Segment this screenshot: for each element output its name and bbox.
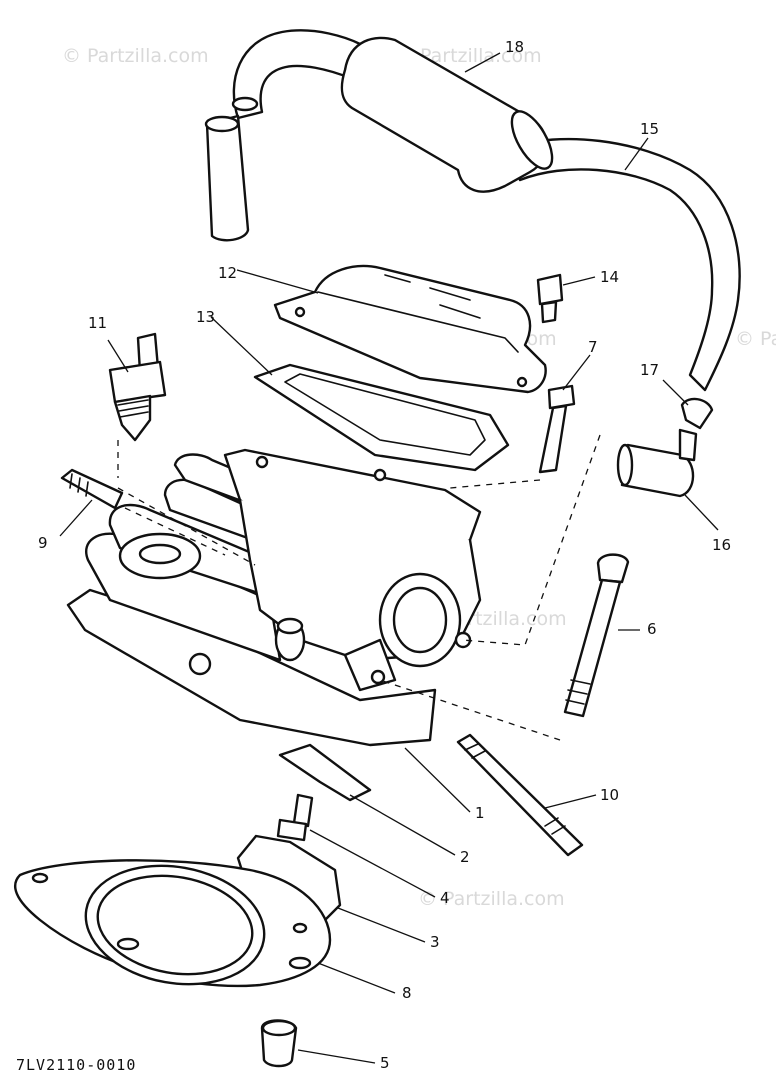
cylinder-head xyxy=(66,448,482,747)
callout-17: 17 xyxy=(640,361,659,379)
callout-7: 7 xyxy=(588,338,598,356)
stud-bolt xyxy=(456,733,584,857)
lock-washer xyxy=(278,743,372,802)
cover-gasket xyxy=(253,363,510,472)
watermark-text: © Partzilla.com xyxy=(418,888,565,910)
long-bolt xyxy=(563,553,630,718)
bolt xyxy=(538,384,576,474)
callout-16: 16 xyxy=(712,536,731,554)
callout-3: 3 xyxy=(430,933,440,951)
callout-9: 9 xyxy=(38,534,48,552)
callout-8: 8 xyxy=(402,984,412,1002)
bolt xyxy=(536,273,564,324)
callout-2: 2 xyxy=(460,848,470,866)
hose-fitting xyxy=(616,428,698,498)
callout-15: 15 xyxy=(640,120,659,138)
stud-bolt xyxy=(60,468,124,510)
callout-1: 1 xyxy=(475,804,485,822)
alignment-guides xyxy=(117,434,601,741)
callout-12: 12 xyxy=(218,264,237,282)
callout-18: 18 xyxy=(505,38,524,56)
diagram-code: 7LV2110-0010 xyxy=(16,1056,136,1074)
leader-lines xyxy=(59,52,719,1064)
callout-11: 11 xyxy=(88,314,107,332)
breather-tank xyxy=(340,36,554,193)
callout-6: 6 xyxy=(647,620,657,638)
callout-13: 13 xyxy=(196,308,215,326)
callout-4: 4 xyxy=(440,889,450,907)
spark-plug xyxy=(108,332,167,442)
hose-clamp xyxy=(680,397,714,430)
callout-14: 14 xyxy=(600,268,619,286)
watermark-text: © Partzilla.com xyxy=(735,328,776,350)
dowel-pin xyxy=(260,1019,298,1068)
bolt xyxy=(276,793,314,842)
callouts: 18 15 12 13 14 7 17 16 11 9 6 10 1 2 4 3… xyxy=(38,38,731,1072)
head-cover xyxy=(273,264,547,394)
watermark-text: © Partzilla.com xyxy=(62,45,209,67)
callout-5: 5 xyxy=(380,1054,390,1072)
cylinder-gasket xyxy=(14,859,332,988)
callout-10: 10 xyxy=(600,786,619,804)
